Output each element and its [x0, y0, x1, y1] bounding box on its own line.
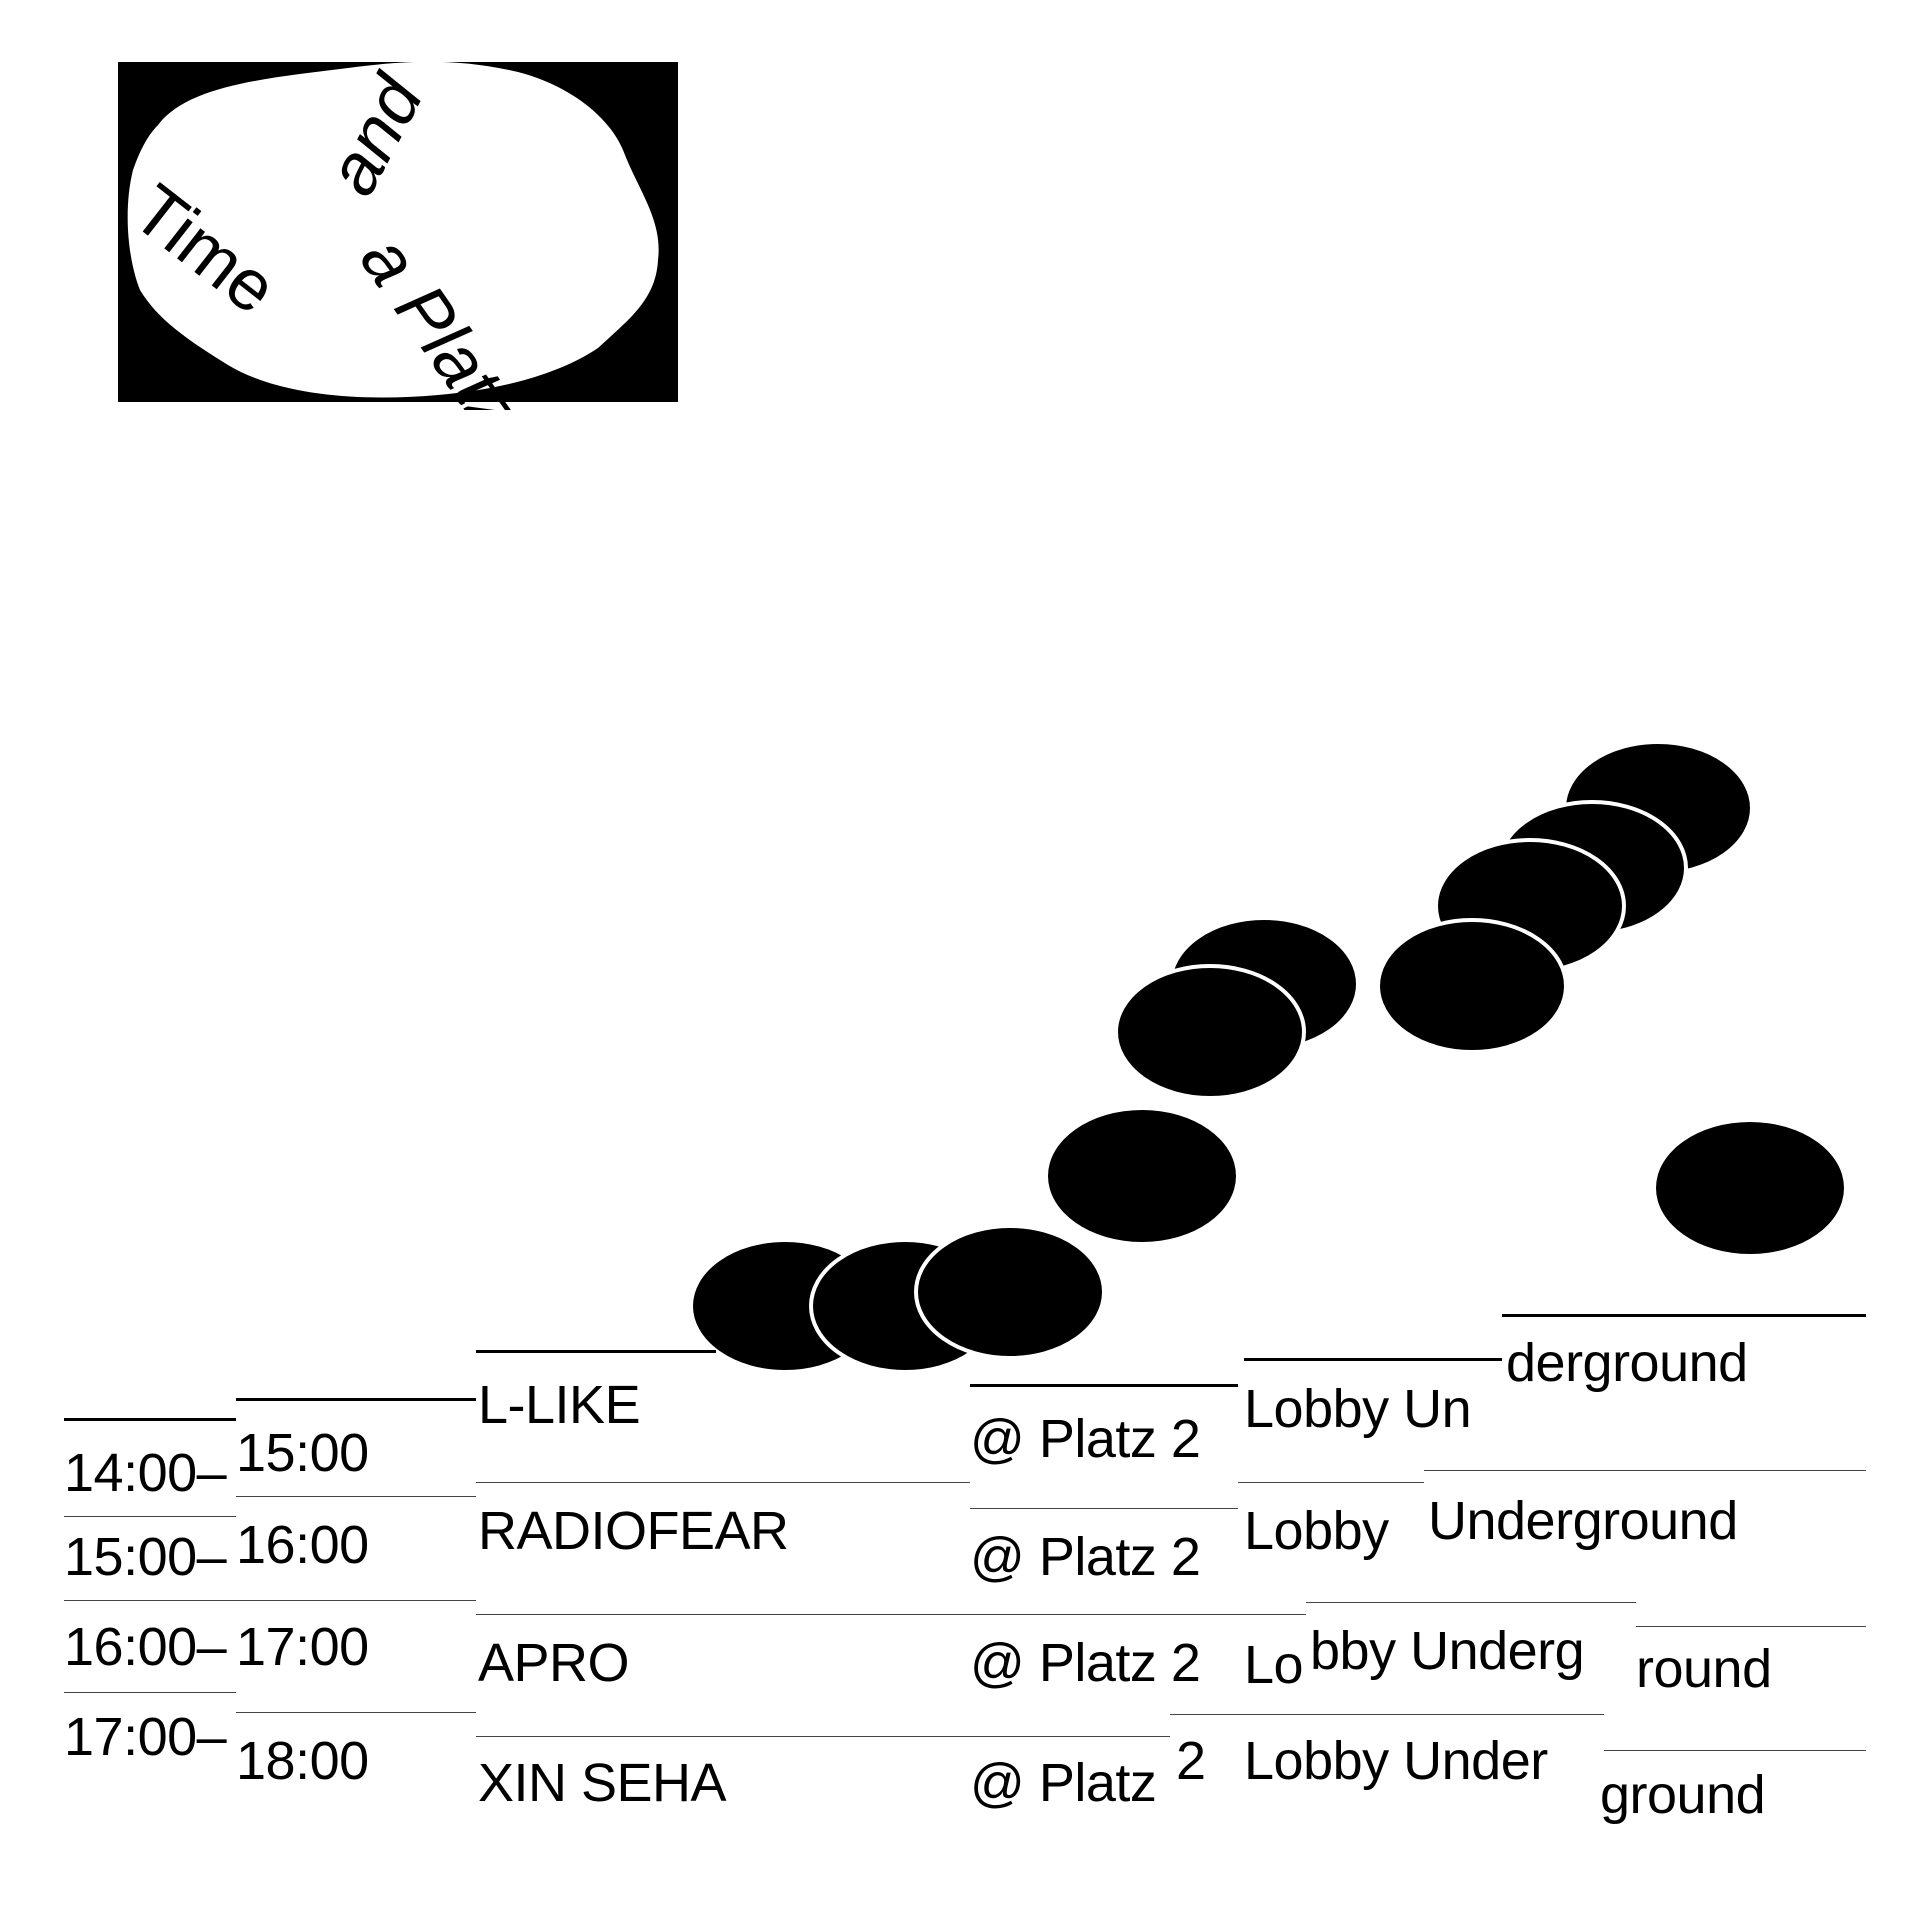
- divider: [64, 1692, 236, 1693]
- blob: [1048, 1110, 1236, 1242]
- row-start-time: 14:00–: [64, 1443, 227, 1503]
- row-venue-lobby: Lobby: [1244, 1501, 1389, 1561]
- row-venue-platz: @ Platz 2: [970, 1409, 1201, 1469]
- divider: [64, 1516, 236, 1517]
- blob: [1376, 918, 1568, 1054]
- divider: [1170, 1714, 1604, 1715]
- blob: [914, 1224, 1106, 1360]
- row-start-time: 15:00–: [64, 1527, 227, 1587]
- divider: [1636, 1626, 1866, 1627]
- row-venue-lobby: Lobby Under: [1244, 1731, 1548, 1791]
- row-venue-underground: ground: [1600, 1765, 1766, 1825]
- divider: [476, 1614, 1306, 1615]
- row-artist: XIN SEHA: [478, 1753, 727, 1813]
- logo: Time and a Platz: [118, 61, 678, 410]
- row-artist: APRO: [478, 1633, 630, 1693]
- divider: [236, 1600, 476, 1601]
- blob: [1656, 1122, 1844, 1254]
- divider: [476, 1482, 970, 1483]
- row-end-time: 17:00: [236, 1617, 369, 1677]
- divider: [476, 1350, 716, 1353]
- row-end-time: 16:00: [236, 1515, 369, 1575]
- row-start-time: 17:00–: [64, 1707, 227, 1767]
- divider: [1238, 1482, 1424, 1483]
- row-venue-platz: @ Platz 2: [970, 1633, 1201, 1693]
- row-end-time: 18:00: [236, 1731, 369, 1791]
- divider: [236, 1712, 476, 1713]
- row-venue-lobby: Lobby Un: [1244, 1379, 1472, 1439]
- row-end-time: 15:00: [236, 1423, 369, 1483]
- divider: [1424, 1470, 1866, 1471]
- divider: [236, 1398, 476, 1401]
- divider: [970, 1508, 1238, 1509]
- divider: [1244, 1358, 1502, 1361]
- divider: [1502, 1314, 1866, 1317]
- divider: [970, 1384, 1238, 1387]
- row-artist: L-LIKE: [478, 1375, 641, 1435]
- row-venue-lobby-part1: Lo: [1244, 1635, 1304, 1695]
- divider: [1604, 1750, 1866, 1751]
- logo-blob: [127, 61, 659, 398]
- row-start-time: 16:00–: [64, 1617, 227, 1677]
- row-venue-underground: Underground: [1428, 1491, 1738, 1551]
- divider: [236, 1496, 476, 1497]
- row-venue-underground: derground: [1506, 1333, 1748, 1393]
- row-artist: RADIOFEAR: [478, 1501, 789, 1561]
- row-venue-platz: @ Platz 2: [970, 1527, 1201, 1587]
- row-venue-platz-number: 2: [1176, 1731, 1206, 1791]
- row-venue-lobby-part2: bby Underg: [1310, 1621, 1585, 1681]
- row-venue-platz: @ Platz: [970, 1753, 1157, 1813]
- divider: [64, 1418, 236, 1421]
- divider: [476, 1736, 1170, 1737]
- divider: [64, 1600, 236, 1601]
- blob: [1114, 964, 1306, 1100]
- row-venue-underground: round: [1636, 1639, 1772, 1699]
- divider: [1306, 1602, 1636, 1603]
